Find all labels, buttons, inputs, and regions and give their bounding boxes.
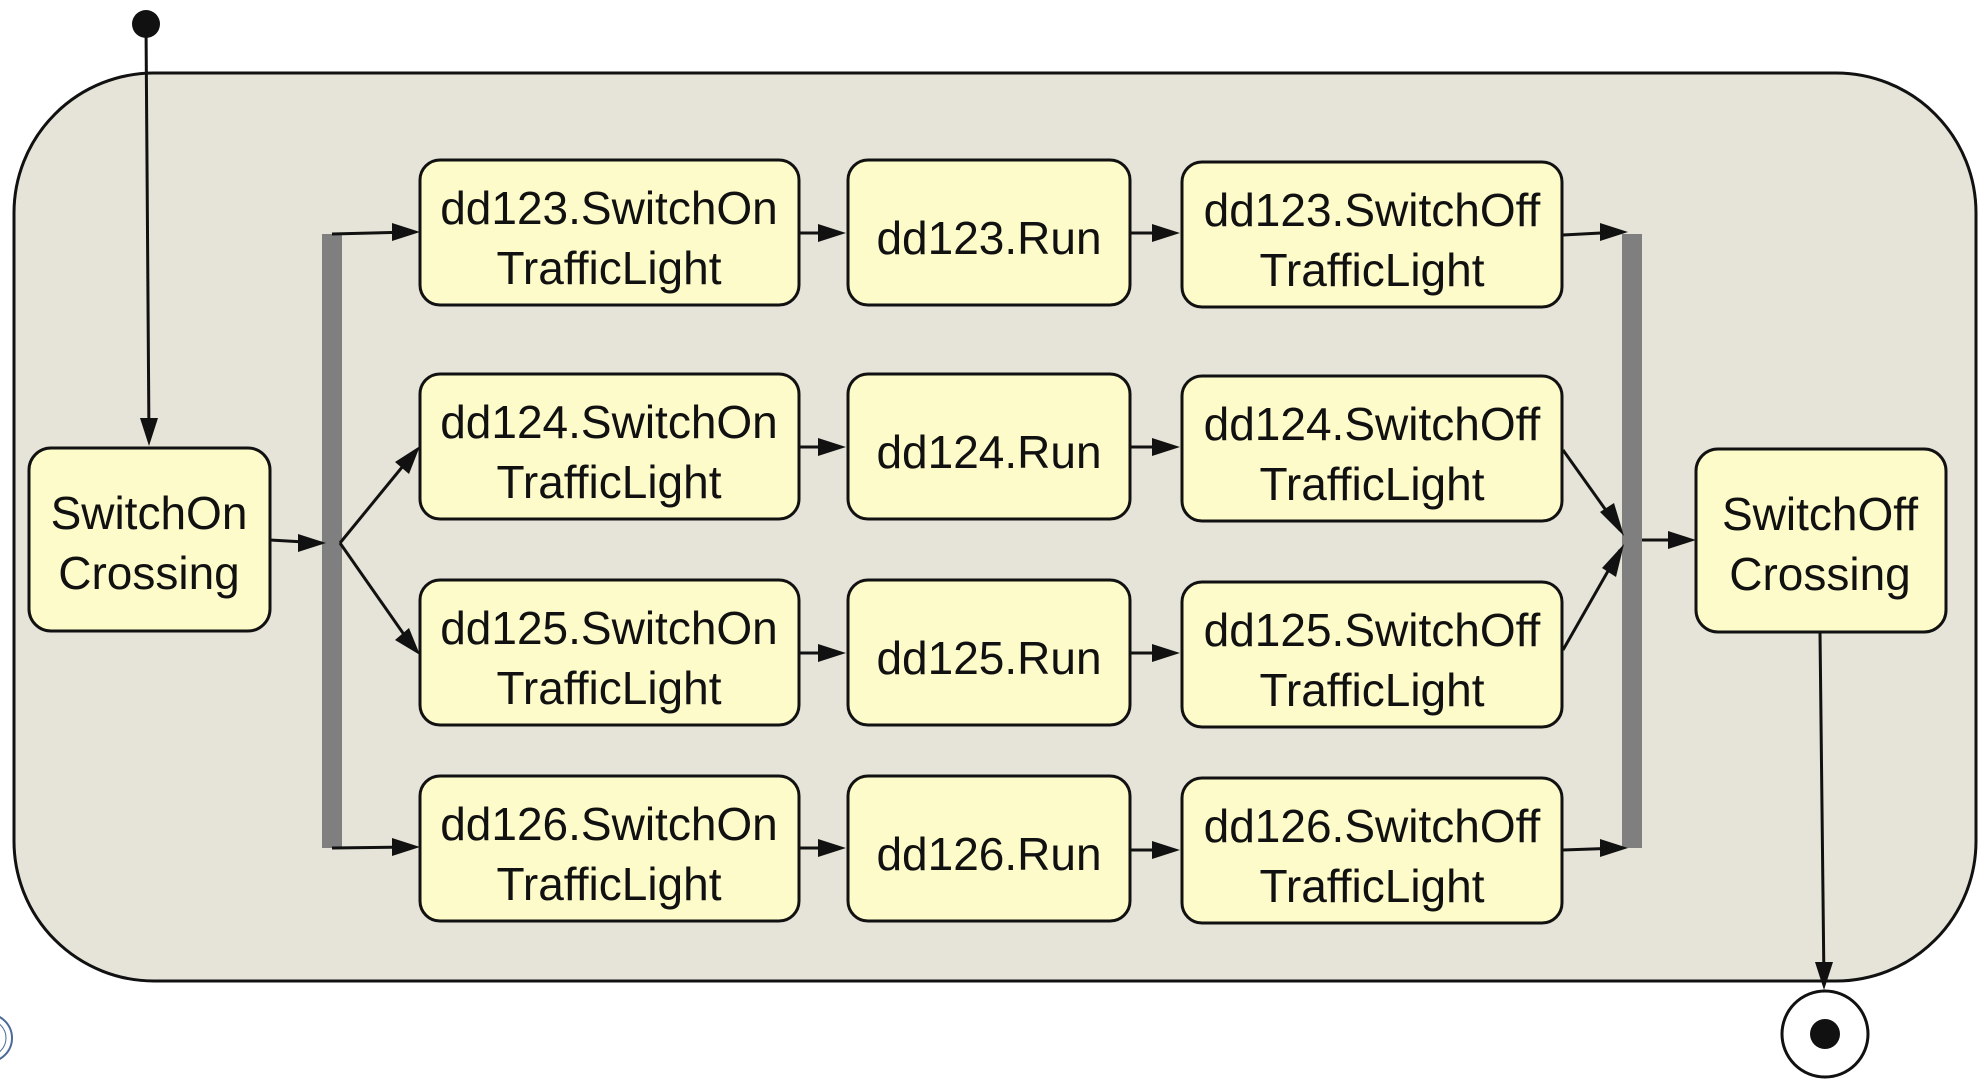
action-label-line2: TrafficLight bbox=[1260, 664, 1485, 716]
action-dd126-run: dd126.Run bbox=[846, 774, 1132, 923]
arrowhead bbox=[1600, 223, 1628, 241]
arrowhead bbox=[818, 644, 846, 662]
arrowhead bbox=[140, 418, 158, 446]
action-label-line2: TrafficLight bbox=[1260, 244, 1485, 296]
action-switchon-crossing: SwitchOn Crossing bbox=[27, 446, 272, 633]
action-label-line1: dd123.SwitchOff bbox=[1204, 184, 1541, 236]
arrowhead bbox=[1152, 224, 1180, 242]
edge-fork-to-switchon-125 bbox=[338, 542, 414, 647]
action-label: dd125.Run bbox=[876, 632, 1101, 684]
action-label-line1: dd126.SwitchOn bbox=[440, 798, 778, 850]
action-label-line2: TrafficLight bbox=[497, 456, 722, 508]
action-dd126-switchon-trafficlight: dd126.SwitchOn TrafficLight bbox=[418, 774, 801, 923]
edge-initial-to-start bbox=[144, 23, 151, 441]
arrowhead bbox=[395, 446, 420, 474]
arrowhead bbox=[1815, 962, 1833, 990]
action-dd123-switchoff-trafficlight: dd123.SwitchOff TrafficLight bbox=[1180, 160, 1564, 309]
action-dd125-switchon-trafficlight: dd125.SwitchOn TrafficLight bbox=[418, 578, 801, 727]
action-label-line1: SwitchOff bbox=[1722, 488, 1918, 540]
arrowheads bbox=[140, 223, 1833, 990]
action-dd126-switchoff-trafficlight: dd126.SwitchOff TrafficLight bbox=[1180, 776, 1564, 925]
action-dd123-run: dd123.Run bbox=[846, 158, 1132, 307]
action-label-line1: dd123.SwitchOn bbox=[440, 182, 778, 234]
arrowhead bbox=[1152, 644, 1180, 662]
action-label: dd124.Run bbox=[876, 426, 1101, 478]
arrowhead bbox=[1600, 503, 1624, 536]
edge-fork-to-switchon-124 bbox=[338, 454, 414, 544]
action-dd125-run: dd125.Run bbox=[846, 578, 1132, 727]
action-label-line2: TrafficLight bbox=[497, 242, 722, 294]
final-node-icon bbox=[1780, 989, 1870, 1079]
action-label-line1: dd126.SwitchOff bbox=[1204, 800, 1541, 852]
fork-bar bbox=[322, 234, 342, 848]
arrowhead bbox=[1668, 531, 1696, 549]
action-label-line1: dd125.SwitchOn bbox=[440, 602, 778, 654]
arrowhead bbox=[395, 628, 420, 655]
arrowhead bbox=[1600, 839, 1628, 857]
action-label-line1: dd124.SwitchOn bbox=[440, 396, 778, 448]
action-label-line2: TrafficLight bbox=[1260, 458, 1485, 510]
arrowhead bbox=[298, 534, 326, 552]
action-dd124-run: dd124.Run bbox=[846, 372, 1132, 521]
action-label-line2: TrafficLight bbox=[497, 858, 722, 910]
arrowhead bbox=[392, 838, 420, 856]
arrowhead bbox=[818, 839, 846, 857]
action-dd125-switchoff-trafficlight: dd125.SwitchOff TrafficLight bbox=[1180, 580, 1564, 729]
arrowhead bbox=[818, 224, 846, 242]
edge-end-to-final bbox=[1818, 631, 1826, 985]
arrowhead bbox=[818, 438, 846, 456]
arrowhead bbox=[1152, 438, 1180, 456]
seal-icon bbox=[0, 1016, 13, 1060]
action-dd123-switchon-trafficlight: dd123.SwitchOn TrafficLight bbox=[418, 158, 801, 307]
join-bar bbox=[1622, 234, 1642, 848]
action-label-line2: TrafficLight bbox=[1260, 860, 1485, 912]
action-dd124-switchoff-trafficlight: dd124.SwitchOff TrafficLight bbox=[1180, 374, 1564, 523]
action-label-line2: Crossing bbox=[58, 547, 240, 599]
arrowhead bbox=[1152, 841, 1180, 859]
action-label: dd126.Run bbox=[876, 828, 1101, 880]
action-switchoff-crossing: SwitchOff Crossing bbox=[1694, 447, 1948, 634]
action-label-line1: dd124.SwitchOff bbox=[1204, 398, 1541, 450]
action-label: dd123.Run bbox=[876, 212, 1101, 264]
action-label-line1: SwitchOn bbox=[51, 487, 248, 539]
action-label-line2: Crossing bbox=[1729, 548, 1911, 600]
action-dd124-switchon-trafficlight: dd124.SwitchOn TrafficLight bbox=[418, 372, 801, 521]
action-label-line2: TrafficLight bbox=[497, 662, 722, 714]
arrowhead bbox=[392, 223, 420, 241]
action-label-line1: dd125.SwitchOff bbox=[1204, 604, 1541, 656]
arrowhead bbox=[1602, 544, 1624, 577]
